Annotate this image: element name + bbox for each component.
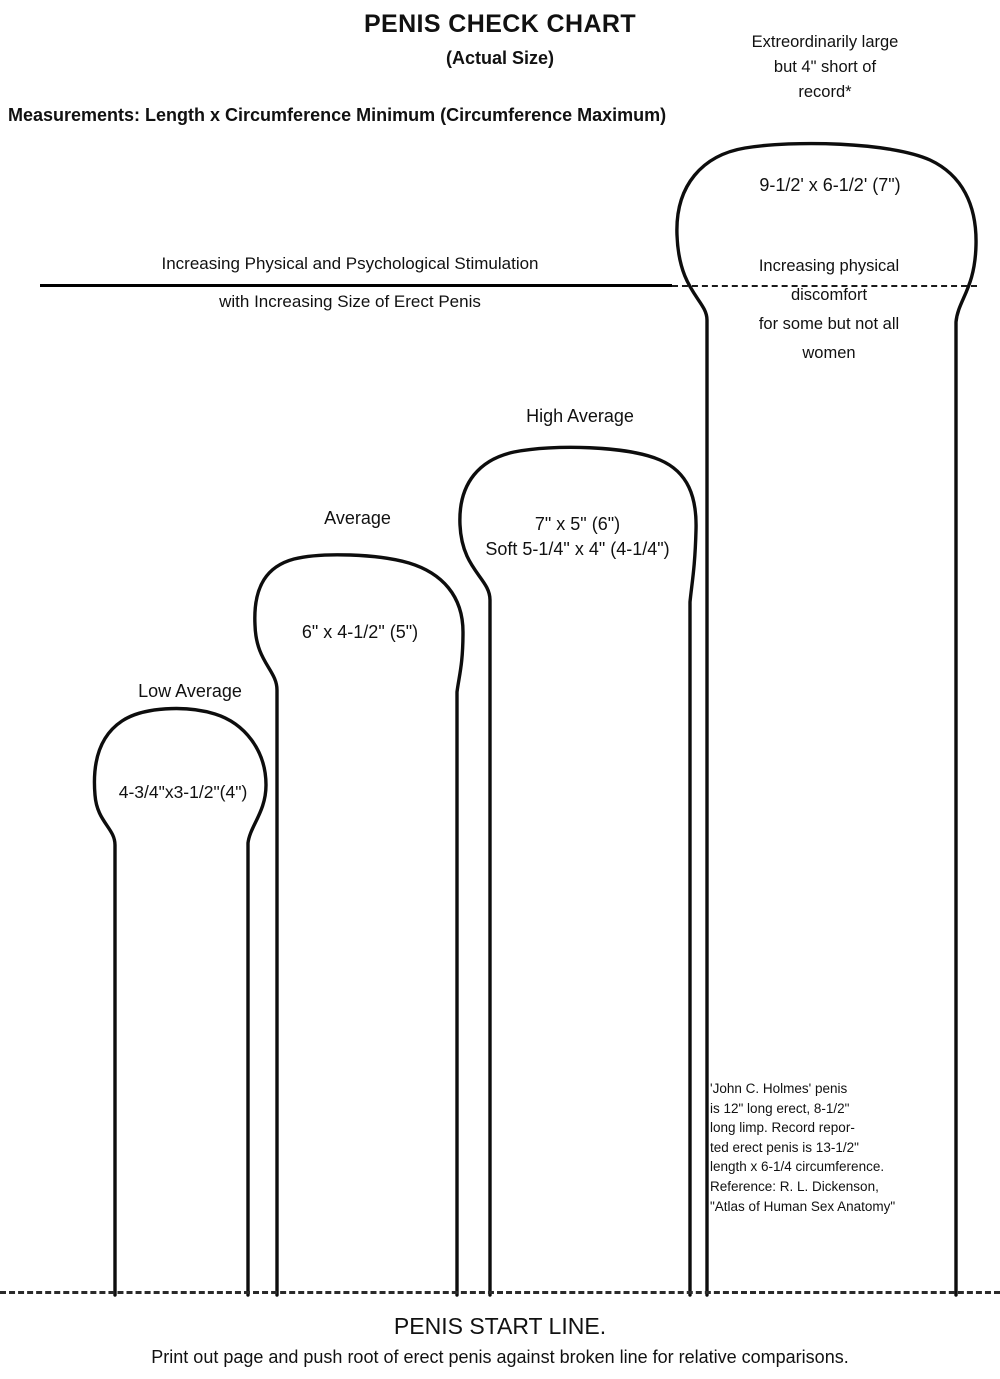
shape-outline-average — [253, 553, 465, 1297]
start-line-title: PENIS START LINE. — [393, 1313, 607, 1339]
shape-label-low-average: Low Average — [138, 681, 242, 701]
holmes-reference-note: 'John C. Holmes' penis is 12" long erect… — [710, 1081, 896, 1214]
start-line-instructions: Print out page and push root of erect pe… — [151, 1347, 849, 1367]
shape-measure-high-average: 7" x 5" (6") Soft 5-1/4" x 4" (4-1/4") — [485, 514, 670, 559]
shape-outline-high-average — [458, 445, 698, 1297]
shape-measure-extraordinary: 9-1/2' x 6-1/2' (7") — [759, 175, 901, 195]
stimulation-caption-line-1: Increasing Physical and Psychological St… — [161, 254, 539, 273]
stimulation-caption-line-2: with Increasing Size of Erect Penis — [219, 292, 481, 311]
shape-measure-low-average: 4-3/4"x3-1/2"(4") — [118, 782, 248, 802]
stimulation-divider-dashed — [672, 285, 977, 287]
measurements-legend: Measurements: Length x Circumference Min… — [8, 105, 667, 125]
discomfort-caption: Increasing physical discomfort for some … — [758, 257, 900, 362]
shape-measure-average: 6" x 4-1/2" (5") — [301, 622, 419, 642]
penis-start-line — [0, 1291, 1000, 1294]
shape-label-average: Average — [324, 508, 391, 528]
stimulation-divider-solid — [40, 284, 672, 287]
shape-label-high-average: High Average — [526, 406, 634, 426]
page-subtitle: (Actual Size) — [445, 48, 555, 68]
page-title: PENIS CHECK CHART — [363, 10, 637, 38]
record-caption: Extreordinarily large but 4" short of re… — [751, 33, 899, 101]
